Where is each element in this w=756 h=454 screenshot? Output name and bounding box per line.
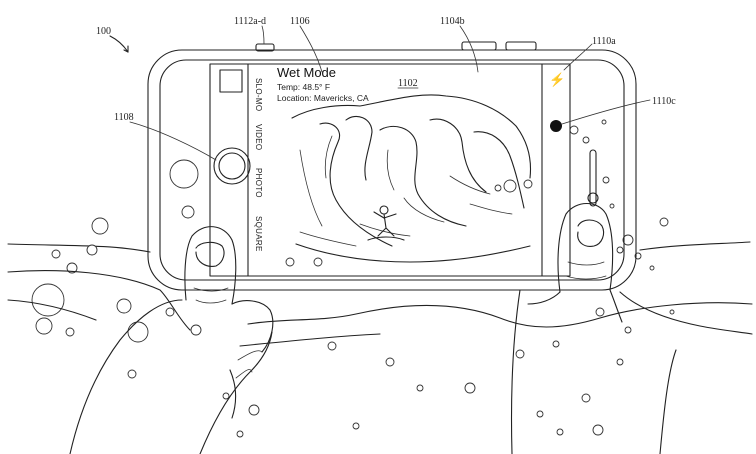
top-button-2: [505, 41, 537, 51]
bubble: [515, 349, 525, 359]
label-flash-icon: 1110a: [592, 36, 616, 47]
bubble: [624, 326, 632, 334]
bubble: [91, 217, 109, 235]
bubble: [248, 404, 260, 416]
camera-preview-image: [291, 94, 532, 263]
bubble: [116, 298, 132, 314]
label-buttons: 1112a-d: [234, 16, 266, 27]
right-hand: [510, 202, 753, 454]
bubble: [169, 159, 199, 189]
bubble: [609, 203, 615, 209]
front-wave-lower: [7, 299, 381, 347]
phone-device: [147, 41, 637, 291]
bubble: [127, 321, 149, 343]
bubble: [503, 179, 517, 193]
label-preview: 1102: [398, 78, 418, 89]
mode-square[interactable]: SQUARE: [254, 216, 263, 252]
mode-video[interactable]: VIDEO: [254, 124, 263, 150]
phone-screen: [209, 63, 571, 277]
bubble: [190, 324, 202, 336]
bubble: [385, 357, 395, 367]
bubble: [35, 317, 53, 335]
bubble: [536, 410, 544, 418]
bubble: [285, 257, 295, 267]
phone-outer-housing: [147, 49, 637, 291]
label-housing-top: 1104b: [440, 16, 465, 27]
mode-title: Wet Mode: [277, 65, 336, 80]
bubble: [659, 217, 669, 227]
bubble: [669, 309, 675, 315]
bubble: [352, 422, 360, 430]
bubble: [181, 205, 195, 219]
gallery-thumbnail[interactable]: [219, 69, 243, 93]
mode-slo-mo[interactable]: SLO-MO: [254, 78, 263, 111]
bubble: [523, 179, 533, 189]
bubbles: [31, 119, 675, 438]
bubble: [165, 307, 175, 317]
bubble: [649, 265, 655, 271]
top-button-1: [461, 41, 497, 51]
bubble: [602, 176, 610, 184]
bubble: [313, 257, 323, 267]
bubble: [494, 184, 502, 192]
label-status-text: 1106: [290, 16, 310, 27]
bubble: [592, 424, 604, 436]
bubble: [236, 430, 244, 438]
label-record-indicator: 1110c: [652, 96, 676, 107]
bubble: [552, 340, 560, 348]
zoom-slider-handle[interactable]: [587, 192, 599, 204]
bubble: [595, 307, 605, 317]
surfer-figure: [379, 205, 389, 215]
bubble: [65, 327, 75, 337]
volume-button-1: [255, 43, 275, 52]
bubble: [581, 393, 591, 403]
bubble: [327, 341, 337, 351]
bubble: [622, 234, 634, 246]
bubble: [66, 262, 78, 274]
label-shutter-button: 1108: [114, 112, 134, 123]
bubble: [416, 384, 424, 392]
bubble: [464, 382, 476, 394]
phone-inner-bezel: [159, 59, 625, 281]
water-surface-line: [7, 241, 751, 253]
shutter-button: [213, 147, 251, 185]
temperature-readout: Temp: 48.5° F: [277, 82, 330, 92]
zoom-slider-track[interactable]: [589, 149, 597, 207]
bubble: [86, 244, 98, 256]
bubble: [31, 283, 65, 317]
bubble: [556, 428, 564, 436]
location-readout: Location: Mavericks, CA: [277, 93, 369, 103]
front-wave: [247, 302, 753, 328]
mode-photo[interactable]: PHOTO: [254, 168, 263, 198]
record-indicator[interactable]: [550, 120, 562, 132]
bubble: [127, 369, 137, 379]
figure-number-label: 100: [96, 26, 111, 37]
bubble: [601, 119, 607, 125]
bubble: [569, 125, 579, 135]
bubble: [616, 246, 624, 254]
flash-icon[interactable]: ⚡: [549, 72, 565, 88]
left-hand: [7, 226, 274, 454]
bubble: [222, 392, 230, 400]
bubble: [51, 249, 61, 259]
bubble: [582, 136, 590, 144]
bubble: [616, 358, 624, 366]
